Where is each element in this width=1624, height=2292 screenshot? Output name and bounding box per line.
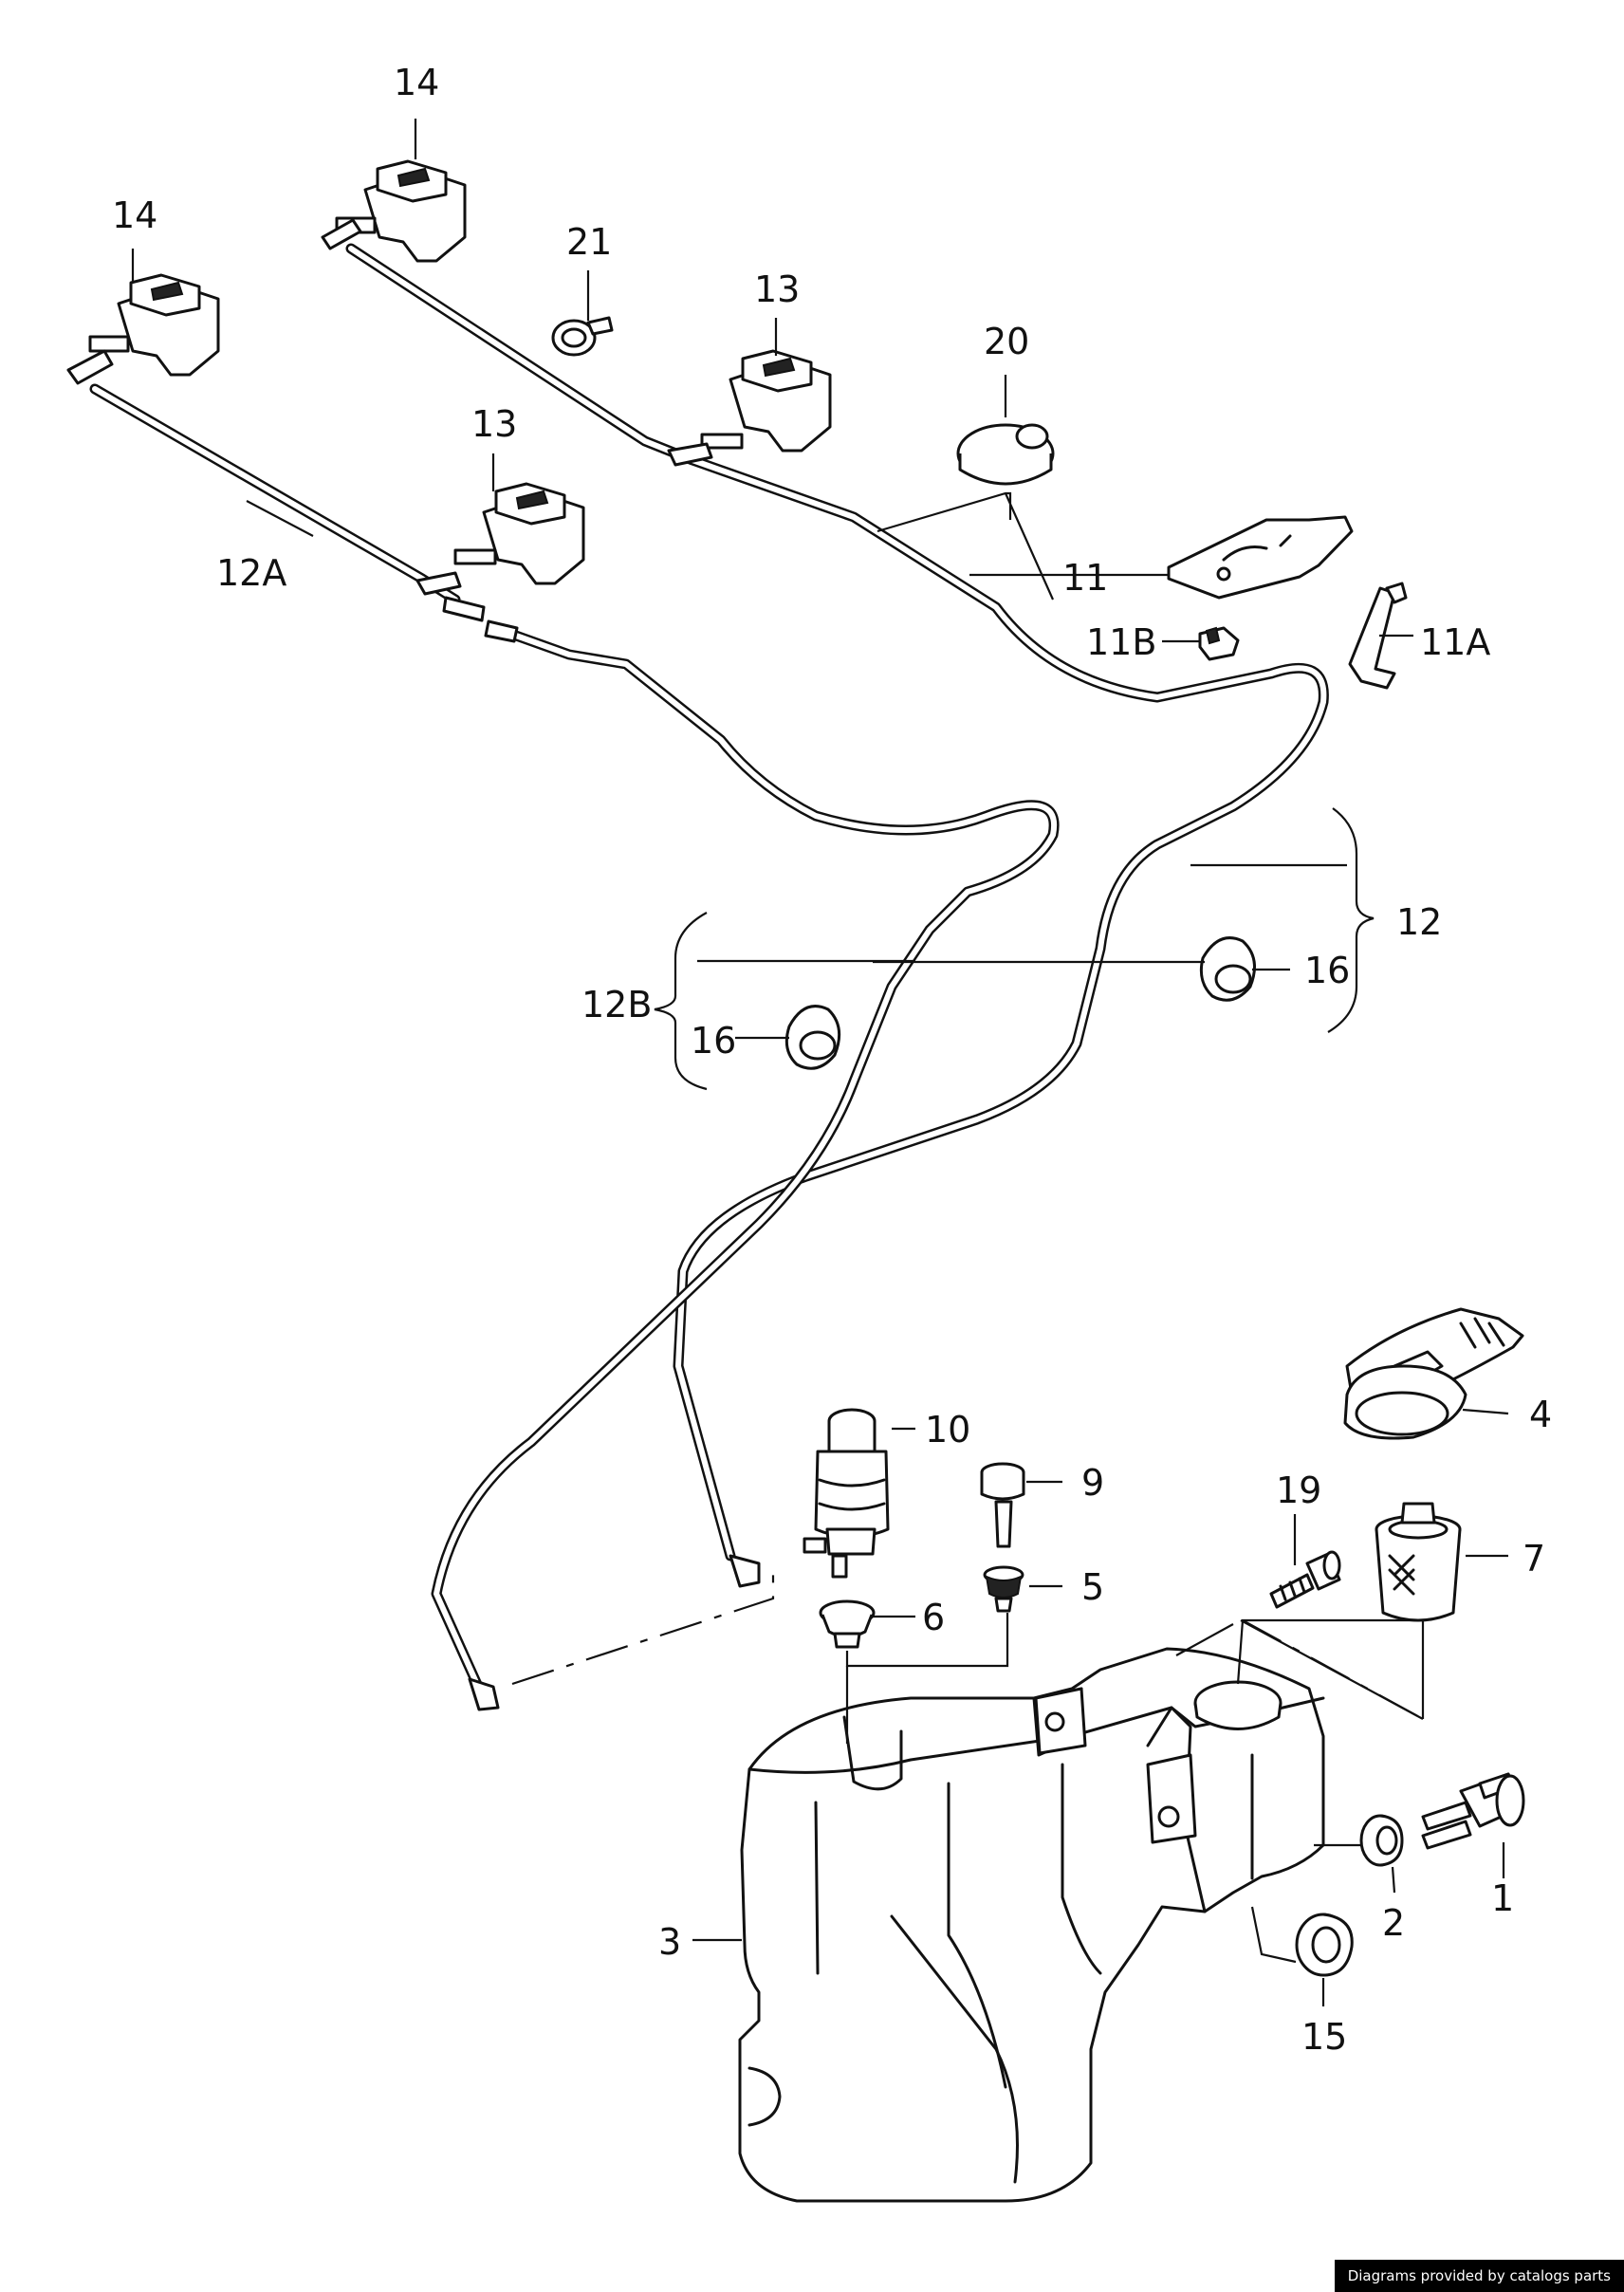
bracket-12 xyxy=(1327,807,1375,1033)
credit-banner: Diagrams provided by catalogs parts xyxy=(1334,2260,1624,2292)
label-11a: 11A xyxy=(1420,621,1490,663)
bracket-11 xyxy=(1167,515,1354,600)
label-6: 6 xyxy=(922,1597,945,1638)
dashed-leaders xyxy=(511,1565,1424,1720)
label-11: 11 xyxy=(1062,557,1108,599)
label-4: 4 xyxy=(1529,1394,1552,1435)
grommet-2 xyxy=(1359,1814,1404,1867)
grommet-6 xyxy=(819,1599,876,1649)
label-11b: 11B xyxy=(1086,621,1156,663)
grommet-16-right xyxy=(1199,936,1256,1002)
clip-11b xyxy=(1198,626,1240,661)
label-12b: 12B xyxy=(581,984,652,1026)
bracket-12b xyxy=(654,912,708,1091)
label-16-left: 16 xyxy=(691,1020,736,1062)
hose-12b xyxy=(431,625,1060,1694)
label-16-right: 16 xyxy=(1304,950,1350,991)
strainer-7 xyxy=(1375,1502,1462,1622)
label-3: 3 xyxy=(658,1921,681,1963)
cap-20 xyxy=(956,423,1055,486)
hose-end-elbow xyxy=(468,1554,761,1711)
label-9: 9 xyxy=(1081,1462,1104,1504)
label-14-upper: 14 xyxy=(394,62,439,103)
plug-9 xyxy=(980,1462,1025,1548)
label-12: 12 xyxy=(1396,901,1442,943)
grommet-16-left xyxy=(784,1005,841,1070)
spray-jet-13-upper xyxy=(667,349,832,467)
part-labels: 14 14 21 13 20 13 12A 11 11B 11A 12 16 1… xyxy=(112,62,1552,2058)
label-10: 10 xyxy=(925,1409,970,1451)
spray-jet-13-lower xyxy=(415,482,585,643)
label-14-lower: 14 xyxy=(112,194,157,236)
pump-10 xyxy=(803,1408,890,1579)
spray-jet-14-upper xyxy=(321,159,467,263)
spray-jet-14-lower xyxy=(66,273,220,385)
label-12a: 12A xyxy=(216,552,286,594)
bolt-19 xyxy=(1269,1550,1341,1609)
label-15: 15 xyxy=(1301,2016,1347,2058)
label-19: 19 xyxy=(1276,1469,1321,1511)
clamp-21 xyxy=(551,316,614,357)
label-7: 7 xyxy=(1522,1538,1545,1580)
cap-4 xyxy=(1343,1307,1524,1440)
grommet-15 xyxy=(1295,1913,1354,1977)
label-13-lower: 13 xyxy=(471,403,517,445)
reservoir-3 xyxy=(738,1647,1325,2203)
label-13-upper: 13 xyxy=(754,268,800,310)
label-21: 21 xyxy=(566,221,612,263)
seal-5 xyxy=(983,1565,1024,1613)
bracket-11a xyxy=(1348,582,1408,690)
label-20: 20 xyxy=(984,321,1029,362)
sensor-1 xyxy=(1421,1772,1525,1850)
label-5: 5 xyxy=(1081,1566,1104,1608)
label-1: 1 xyxy=(1491,1877,1514,1919)
label-2: 2 xyxy=(1382,1902,1405,1944)
